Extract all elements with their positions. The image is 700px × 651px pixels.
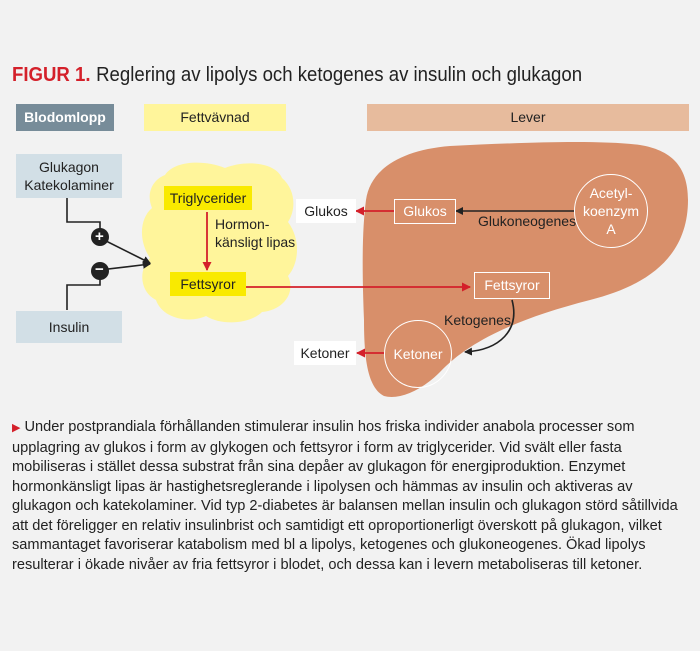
- acetyl-label-line1: Acetyl-: [589, 185, 633, 201]
- glucagon-box: Glukagon Katekolaminer: [16, 154, 122, 198]
- insulin-arrow: [66, 260, 151, 310]
- ketoner-liver-circle: Ketoner: [384, 320, 452, 388]
- glucagon-label: Glukagon: [39, 159, 99, 175]
- acetyl-label-line2: koenzym: [582, 203, 640, 219]
- ketogenes-label: Ketogenes: [444, 312, 511, 328]
- katekolaminer-label: Katekolaminer: [24, 177, 114, 193]
- acetyl-coa-circle: Acetyl- koenzym A: [574, 174, 648, 248]
- column-header-fettvavnad: Fettvävnad: [144, 104, 286, 131]
- fettsyror-fat-box: Fettsyror: [170, 272, 246, 296]
- column-header-lever: Lever: [367, 104, 689, 131]
- column-header-blodomlopp: Blodomlopp: [16, 104, 114, 131]
- enzyme-label: Hormon- känsligt lipas: [215, 215, 295, 251]
- figure-title-text: Reglering av lipolys och ketogenes av in…: [96, 64, 583, 86]
- glucagon-arrow: [66, 198, 151, 264]
- minus-sign: −: [95, 261, 104, 278]
- enzyme-label-line2: känsligt lipas: [215, 234, 296, 250]
- caption-bullet-icon: ▶: [12, 422, 21, 434]
- glukoneogenes-label: Glukoneogenes: [478, 213, 577, 229]
- enzyme-label-line1: Hormon-: [215, 216, 270, 232]
- acetyl-label-line3: A: [606, 221, 616, 237]
- caption-text: Under postprandiala förhållanden stimule…: [12, 419, 678, 573]
- insulin-box: Insulin: [16, 311, 122, 343]
- glukos-liver-box: Glukos: [394, 199, 456, 224]
- ketogenesis-arrow: [464, 299, 515, 356]
- triglycerider-box: Triglycerider: [164, 186, 252, 210]
- plus-sign: +: [95, 228, 104, 245]
- glukos-output-box: Glukos: [296, 199, 356, 223]
- plus-badge: [91, 228, 109, 246]
- figure-caption: ▶Under postprandiala förhållanden stimul…: [12, 418, 692, 575]
- figure-label: FIGUR 1.: [12, 64, 91, 86]
- figure-title: FIGUR 1.Reglering av lipolys och ketogen…: [12, 64, 582, 87]
- fettsyror-liver-box: Fettsyror: [474, 272, 550, 299]
- minus-badge: [91, 262, 109, 280]
- ketoner-output-box: Ketoner: [294, 341, 356, 365]
